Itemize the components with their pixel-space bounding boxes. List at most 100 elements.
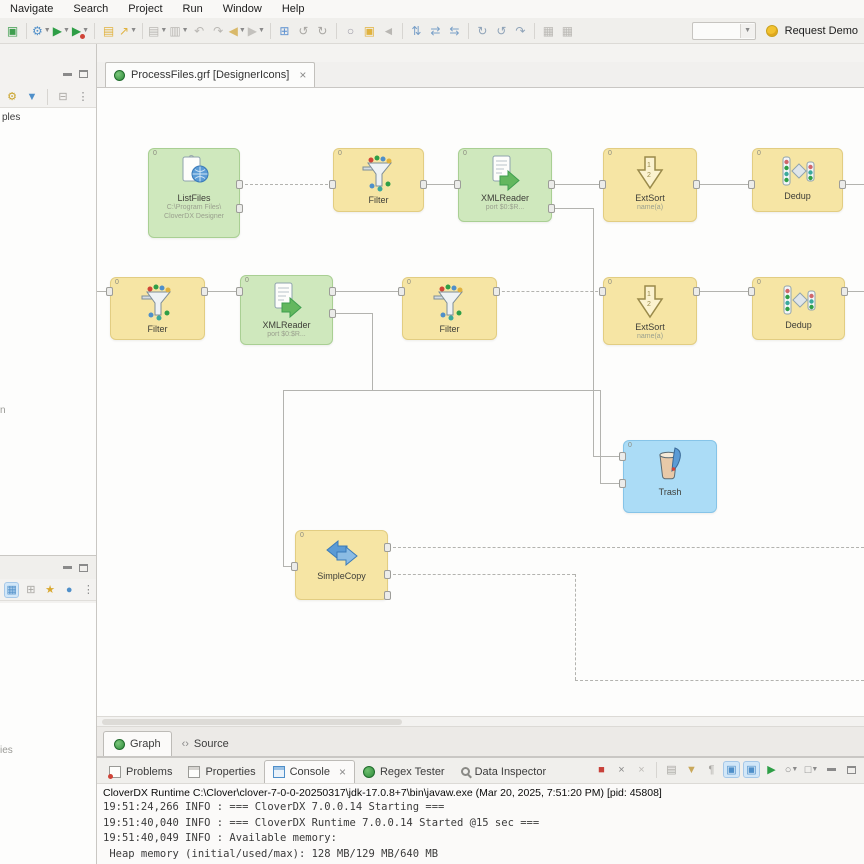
view-menu-icon[interactable]: ⋮ xyxy=(81,582,96,598)
tab-regex-tester[interactable]: Regex Tester xyxy=(355,760,453,783)
quick-launch-icon[interactable]: ↗▼ xyxy=(119,23,138,38)
remove-all-launches-icon[interactable]: × xyxy=(633,761,650,778)
back-icon[interactable]: ◀▼ xyxy=(228,23,246,38)
minimize-icon[interactable] xyxy=(823,761,840,778)
settings-gear-icon[interactable]: ⚙▼ xyxy=(32,23,51,38)
terminate-icon[interactable]: ■ xyxy=(593,761,610,778)
horizontal-scrollbar[interactable] xyxy=(97,716,864,727)
scrollbar-thumb[interactable] xyxy=(102,719,402,725)
maximize-icon[interactable] xyxy=(79,70,88,78)
phase-badge: 0 xyxy=(463,150,467,157)
tab-source[interactable]: ‹› Source xyxy=(172,731,239,756)
run-icon[interactable]: ▶▼ xyxy=(52,23,70,38)
maximize-icon[interactable] xyxy=(79,563,88,572)
search-icon[interactable]: ○ xyxy=(342,21,359,41)
open-console-icon[interactable]: ○▼ xyxy=(784,763,799,776)
undo-icon[interactable]: ↺ xyxy=(295,21,312,41)
tree-item-fragment[interactable]: ples xyxy=(2,112,21,123)
new-wizard-icon[interactable]: ▤▼ xyxy=(148,23,168,38)
phase-badge: 0 xyxy=(608,279,612,286)
run-configurations-icon[interactable]: ▶▼ xyxy=(71,23,90,39)
redo-icon[interactable]: ↻ xyxy=(314,21,331,41)
close-icon[interactable]: × xyxy=(338,765,346,779)
word-wrap-icon[interactable]: ¶ xyxy=(703,761,720,778)
component-port xyxy=(329,287,336,296)
palette-icon[interactable]: ▦ xyxy=(4,581,20,598)
favorites-star-icon[interactable]: ★ xyxy=(42,582,57,598)
remove-launch-icon[interactable]: × xyxy=(613,761,630,778)
refresh-icon[interactable]: ↻ xyxy=(474,21,491,41)
new-graph-icon[interactable]: ▣ xyxy=(4,21,21,41)
filter-funnel-icon[interactable]: ▼ xyxy=(24,89,40,105)
next-edit-icon[interactable]: ↷ xyxy=(210,21,227,41)
graph-edge xyxy=(333,291,402,292)
history-back-icon[interactable]: ↺ xyxy=(493,21,510,41)
history-forward-icon[interactable]: ↷ xyxy=(512,21,529,41)
tab-properties[interactable]: Properties xyxy=(180,760,263,783)
history-forward-icon-glyph: ↷ xyxy=(515,23,526,38)
link-editor-icon[interactable]: ⊞ xyxy=(23,582,38,598)
menu-item-search[interactable]: Search xyxy=(73,3,109,15)
zoom-combo[interactable]: ▼ xyxy=(691,21,756,40)
request-demo-button[interactable]: Request Demo xyxy=(784,24,858,37)
team-push-icon[interactable]: ⇆ xyxy=(446,21,463,41)
table-view-icon[interactable]: ▦ xyxy=(559,21,576,41)
menu-item-run[interactable]: Run xyxy=(182,3,203,15)
tree-item-fragment[interactable]: n xyxy=(0,405,6,416)
grid-view-icon[interactable]: ▦ xyxy=(540,21,557,41)
minimize-icon[interactable] xyxy=(63,566,72,569)
team-sync-icon[interactable]: ⇅ xyxy=(408,21,425,41)
minimize-icon[interactable] xyxy=(63,72,72,76)
new-window-icon[interactable]: ⊞ xyxy=(276,21,293,41)
clear-console-icon[interactable]: ▤ xyxy=(663,761,680,778)
tab-console[interactable]: Console× xyxy=(263,760,355,783)
open-resource-icon[interactable]: ▥▼ xyxy=(169,23,189,38)
menu-item-project[interactable]: Project xyxy=(128,3,163,15)
menu-item-window[interactable]: Window xyxy=(222,3,262,15)
pin-console-icon[interactable]: ▣ xyxy=(743,761,760,778)
display-selected-console-icon[interactable]: ▶ xyxy=(763,761,780,778)
tree-item-fragment[interactable]: ies xyxy=(0,745,13,756)
open-folder-icon[interactable]: ▤ xyxy=(100,21,117,41)
run-config-gears-icon[interactable]: ⚙ xyxy=(4,89,20,105)
tab-processfiles[interactable]: ProcessFiles.grf [DesignerIcons] × xyxy=(105,62,316,87)
lock-icon[interactable]: ▣ xyxy=(361,21,378,41)
previous-edit-icon[interactable]: ↶ xyxy=(191,21,208,41)
team-pull-icon[interactable]: ⇄ xyxy=(427,21,444,41)
tab-problems[interactable]: Problems xyxy=(101,760,180,783)
new-console-view-icon[interactable]: □▼ xyxy=(804,763,819,776)
close-icon[interactable]: × xyxy=(299,68,307,82)
collapse-all-icon[interactable]: ⊟ xyxy=(55,89,71,105)
main-toolbar: ▣⚙▼▶▼▶▼▤↗▼▤▼▥▼↶↷◀▼▶▼⊞↺↻○▣◄⇅⇄⇆↻↺↷▦▦ ▼ Req… xyxy=(0,18,864,44)
view-menu-icon[interactable]: ⋮ xyxy=(75,89,91,105)
menu-item-help[interactable]: Help xyxy=(281,3,305,15)
tab-data-inspector[interactable]: Data Inspector xyxy=(453,760,555,783)
menu-item-navigate[interactable]: Navigate xyxy=(10,3,54,15)
component-label: Trash xyxy=(658,487,682,497)
scroll-lock-icon[interactable]: ▼ xyxy=(683,761,700,778)
component-port xyxy=(384,591,391,600)
component-port xyxy=(236,287,243,296)
show-stdout-icon[interactable]: ▣ xyxy=(723,761,740,778)
maximize-icon[interactable] xyxy=(843,761,860,778)
chevron-down-icon[interactable]: ▼ xyxy=(739,23,755,38)
forward-icon[interactable]: ▶▼ xyxy=(247,23,265,38)
xmlreader-icon xyxy=(270,281,304,319)
tab-label: Problems xyxy=(126,765,173,778)
run-remote-icon[interactable]: ◄ xyxy=(380,21,397,41)
help-icon[interactable]: ● xyxy=(62,582,77,598)
tab-graph[interactable]: Graph xyxy=(103,731,172,756)
